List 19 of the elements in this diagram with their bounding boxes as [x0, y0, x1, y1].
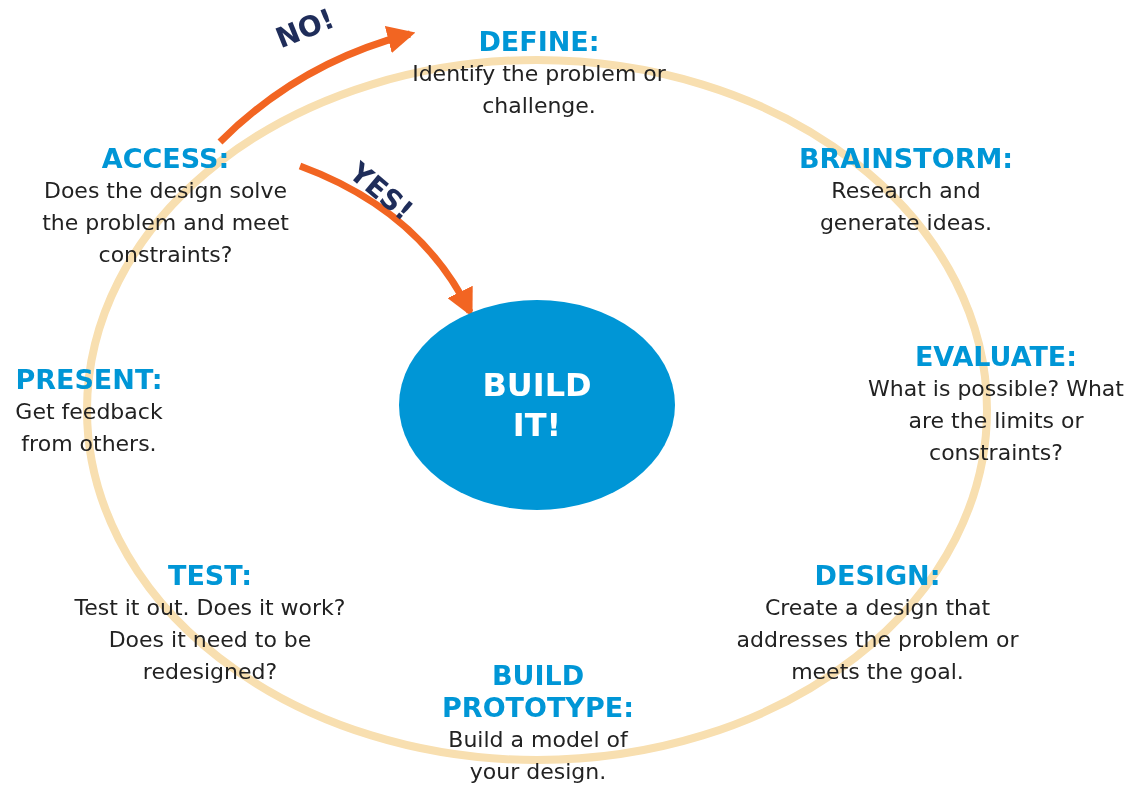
stage-heading: ACCESS: [100, 143, 231, 175]
stage-description: Identify the problem or challenge. [411, 60, 667, 120]
edge-label: NO! [271, 1, 339, 56]
stage-heading: TEST: [166, 560, 253, 592]
stage-heading: BRAINSTORM: [797, 143, 1015, 175]
stage-description: Research and generate ideas. [818, 177, 994, 237]
stage-heading: DEFINE: [477, 26, 601, 58]
stage-heading: BUILD PROTOTYPE: [441, 660, 635, 724]
stage-description: Does the design solve the problem and meet constraints? [41, 177, 290, 269]
stage-heading: PRESENT: [14, 364, 164, 396]
stage-description: Build a model of your design. [447, 726, 630, 786]
stage-description: Test it out. Does it work? Does it need to be redesigned? [73, 594, 347, 686]
center-label: BUILD IT! [481, 365, 593, 445]
stage-description: What is possible? What are the limits or constraints? [867, 375, 1125, 467]
stage-heading: DESIGN: [813, 560, 942, 592]
stage-description: Get feedback from others. [14, 398, 164, 458]
arrow [217, 26, 416, 145]
stage-description: Create a design that addresses the problem or meets the goal. [735, 594, 1020, 686]
stage-heading: EVALUATE: [913, 341, 1079, 373]
